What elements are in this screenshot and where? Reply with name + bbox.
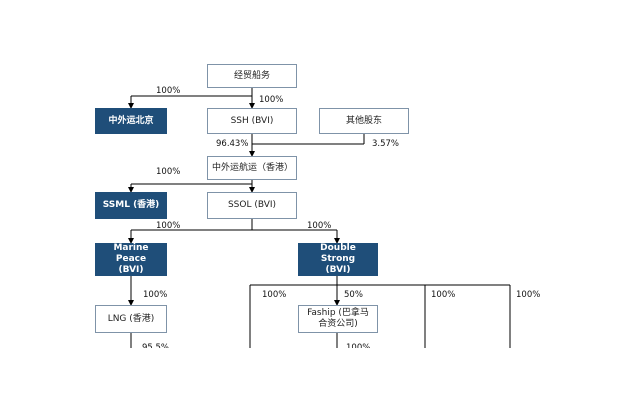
pct-to-double-strong: 100% [307,221,332,231]
node-ssol-bvi: SSOL (BVI) [207,192,297,219]
pct-mp-to-lng: 100% [143,290,168,300]
node-zhongwaiyun-shipping-hk: 中外运航运（香港） [207,156,297,180]
faship-type: 合资公司) [318,319,358,329]
pct-to-marine-peace: 100% [156,221,181,231]
double-strong-name: Double Strong [320,243,356,264]
node-jingmao-shipping: 经贸船务 [207,64,297,88]
node-lng-hk: LNG (香港) [95,305,167,333]
node-zhongwaiyun-beijing: 中外运北京 [95,108,167,134]
crop-mask [0,348,640,400]
node-other-shareholders: 其他股东 [319,108,409,134]
pct-ds-to-faship: 50% [344,290,363,300]
pct-ds-to-col4: 100% [516,290,541,300]
node-marine-peace-bvi: Marine Peace (BVI) [95,243,167,276]
pct-to-ssh: 100% [259,95,284,105]
pct-ssh-to-hk: 96.43% [216,139,249,149]
pct-ds-to-col3: 100% [431,290,456,300]
node-faship-panama-jv: Faship (巴拿马 合资公司) [298,305,378,333]
node-ssh-bvi: SSH (BVI) [207,108,297,134]
double-strong-jurisdiction: (BVI) [325,265,351,275]
marine-peace-name: Marine Peace [113,243,149,264]
faship-name: Faship (巴拿马 [307,308,369,318]
pct-to-ssml: 100% [156,167,181,177]
node-double-strong-bvi: Double Strong (BVI) [298,243,378,276]
node-ssml-hk: SSML (香港) [95,192,167,219]
pct-to-beijing: 100% [156,86,181,96]
marine-peace-jurisdiction: (BVI) [118,265,144,275]
pct-other-to-hk: 3.57% [372,139,400,149]
pct-ds-to-col1: 100% [262,290,287,300]
